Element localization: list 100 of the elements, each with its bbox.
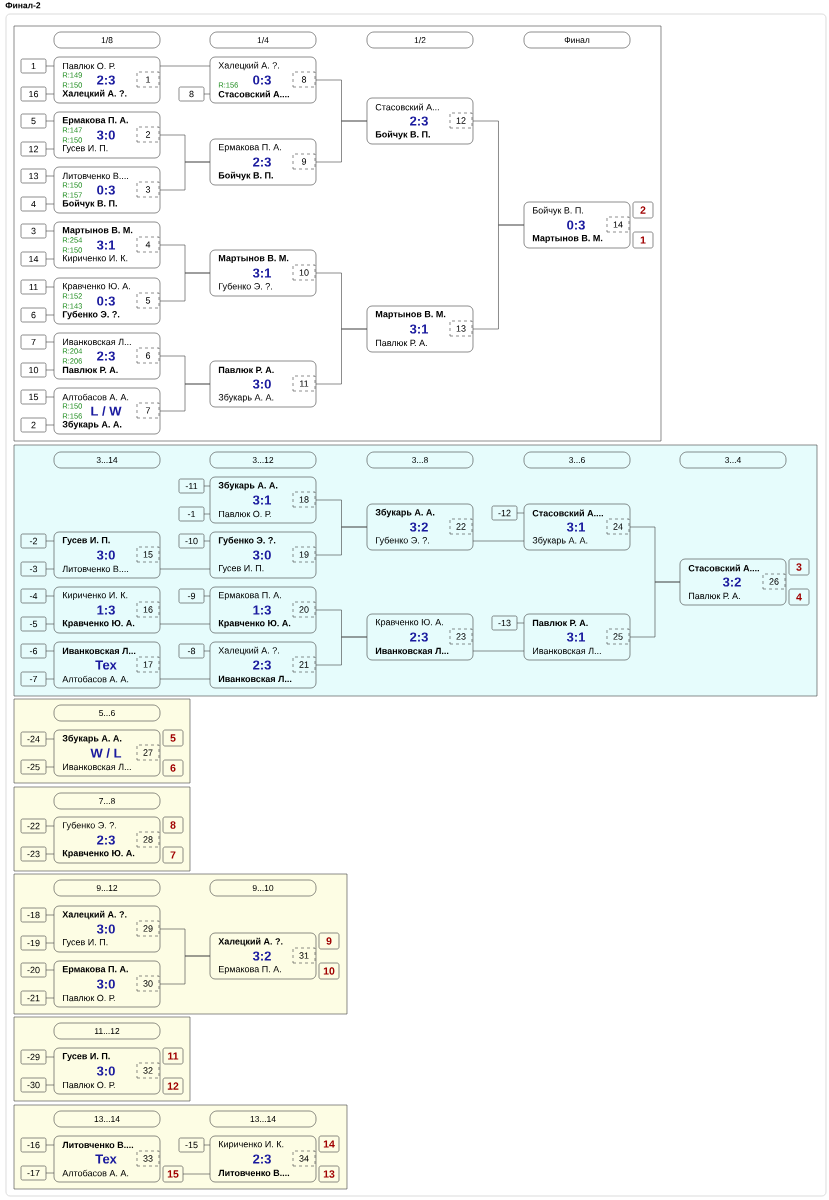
seed-box: 14 <box>20 251 47 267</box>
bracket-line <box>315 636 368 666</box>
round-header: 1/2 <box>366 31 474 49</box>
player-name: Гусев И. П. <box>63 145 108 154</box>
player-name: Гусев И. П. <box>63 939 108 948</box>
player-name: Павлюк Р. А. <box>218 366 274 374</box>
bracket-line <box>45 341 55 343</box>
score: Тех <box>95 660 117 670</box>
match-number: 19 <box>292 546 316 563</box>
bracket-line <box>45 623 55 625</box>
match-box <box>209 476 317 524</box>
player-name: Стасовский А.... <box>688 564 759 572</box>
match-box <box>679 558 787 606</box>
player-name: Збукарь А. А. <box>62 420 122 430</box>
score: 2:3 <box>97 835 115 845</box>
score: 2:3 <box>410 116 428 126</box>
bracket-line <box>45 825 55 827</box>
player-name: Павлюк О. Р. <box>63 994 115 1002</box>
seed-box: -22 <box>20 818 47 834</box>
match-number: 27 <box>136 744 160 761</box>
seed-box: 8 <box>178 86 205 102</box>
place-box: 10 <box>318 962 340 980</box>
match-box <box>53 816 161 864</box>
player-name: Губенко Э. ?. <box>219 282 272 292</box>
seed-box: -3 <box>20 561 47 577</box>
score: 2:3 <box>410 632 428 642</box>
match-box <box>366 97 474 145</box>
player-name: Гусев И. П. <box>219 565 264 574</box>
bracket-line <box>159 383 211 412</box>
seed-box: -16 <box>20 1137 47 1153</box>
score: 2:3 <box>253 1154 271 1164</box>
player-name: Алтобасов А. А. <box>62 393 129 401</box>
score: 0:3 <box>97 185 115 195</box>
bracket-line <box>203 93 211 95</box>
seed-box: 5 <box>20 113 47 129</box>
player-name: Мартынов В. М. <box>375 311 446 320</box>
seed-box: 2 <box>20 417 47 433</box>
bracket-line <box>45 766 55 768</box>
bracket-line <box>159 955 211 985</box>
match-box <box>53 1135 161 1183</box>
bracket-line <box>45 258 55 260</box>
match-number: 20 <box>292 601 316 618</box>
player-name: Бойчук В. П. <box>62 199 117 209</box>
place-box: 4 <box>788 588 810 606</box>
player-name: Бойчук В. П. <box>375 130 430 140</box>
bracket-line <box>45 396 55 398</box>
player-name: Литовченко В.... <box>218 1169 290 1177</box>
score: 1:3 <box>253 605 271 615</box>
score: 3:2 <box>409 522 428 532</box>
match-number: 5 <box>136 292 160 309</box>
score: 2:3 <box>253 660 271 670</box>
player-name: Ермакова П. А. <box>62 966 128 975</box>
place-box: 12 <box>162 1077 184 1095</box>
bracket-line <box>45 1144 55 1146</box>
place-box: 2 <box>632 201 654 219</box>
score: 3:0 <box>96 1066 115 1076</box>
seed-box: -21 <box>20 990 47 1006</box>
match-number: 34 <box>292 1150 316 1167</box>
match-box <box>53 166 161 214</box>
player-name: Ермакова П. А. <box>219 592 281 601</box>
match-box <box>366 613 474 661</box>
player-name: Кириченко И. К. <box>63 592 128 601</box>
round-header: Финал <box>523 31 631 49</box>
score: 3:1 <box>409 324 429 334</box>
place-box: 5 <box>162 729 184 747</box>
round-header: 9...10 <box>209 879 317 897</box>
player-name: Иванковская Л... <box>533 647 601 655</box>
score: 2:3 <box>253 157 271 167</box>
match-number: 30 <box>136 975 160 992</box>
seed-box: -11 <box>178 478 205 494</box>
match-number: 25 <box>606 628 630 645</box>
player-name: Халецкий А. ?. <box>218 646 279 656</box>
bracket-line <box>159 568 211 570</box>
round-header: 1/4 <box>209 31 317 49</box>
score: 1:3 <box>97 605 115 615</box>
panel-background <box>13 444 818 697</box>
place-box: 14 <box>318 1135 340 1153</box>
seed-box: 12 <box>20 141 47 157</box>
player-name: Мартынов В. М. <box>532 235 603 244</box>
bracket-line <box>45 203 55 205</box>
seed-box: -20 <box>20 962 47 978</box>
score: 0:3 <box>97 296 115 306</box>
seed-box: -12 <box>491 505 518 521</box>
player-name: Иванковская Л... <box>375 647 449 655</box>
score: 2:3 <box>97 351 115 361</box>
player-name: Ермакова П. А. <box>219 144 281 153</box>
player-name: Халецкий А. ?. <box>62 910 127 920</box>
seed-box: -23 <box>20 846 47 862</box>
seed-box: 3 <box>20 223 47 239</box>
seed-box: 15 <box>20 389 47 405</box>
round-header: 3...6 <box>523 451 631 469</box>
match-box <box>523 201 631 249</box>
player-name: Алтобасов А. А. <box>62 1169 129 1177</box>
bracket-line <box>45 65 55 67</box>
bracket-line <box>629 581 681 638</box>
match-number: 21 <box>292 656 316 673</box>
place-box: 3 <box>788 558 810 576</box>
player-name: Павлюк О. Р. <box>219 510 271 518</box>
player-name: Кравченко Ю. А. <box>62 849 135 859</box>
bracket-line <box>516 622 525 624</box>
